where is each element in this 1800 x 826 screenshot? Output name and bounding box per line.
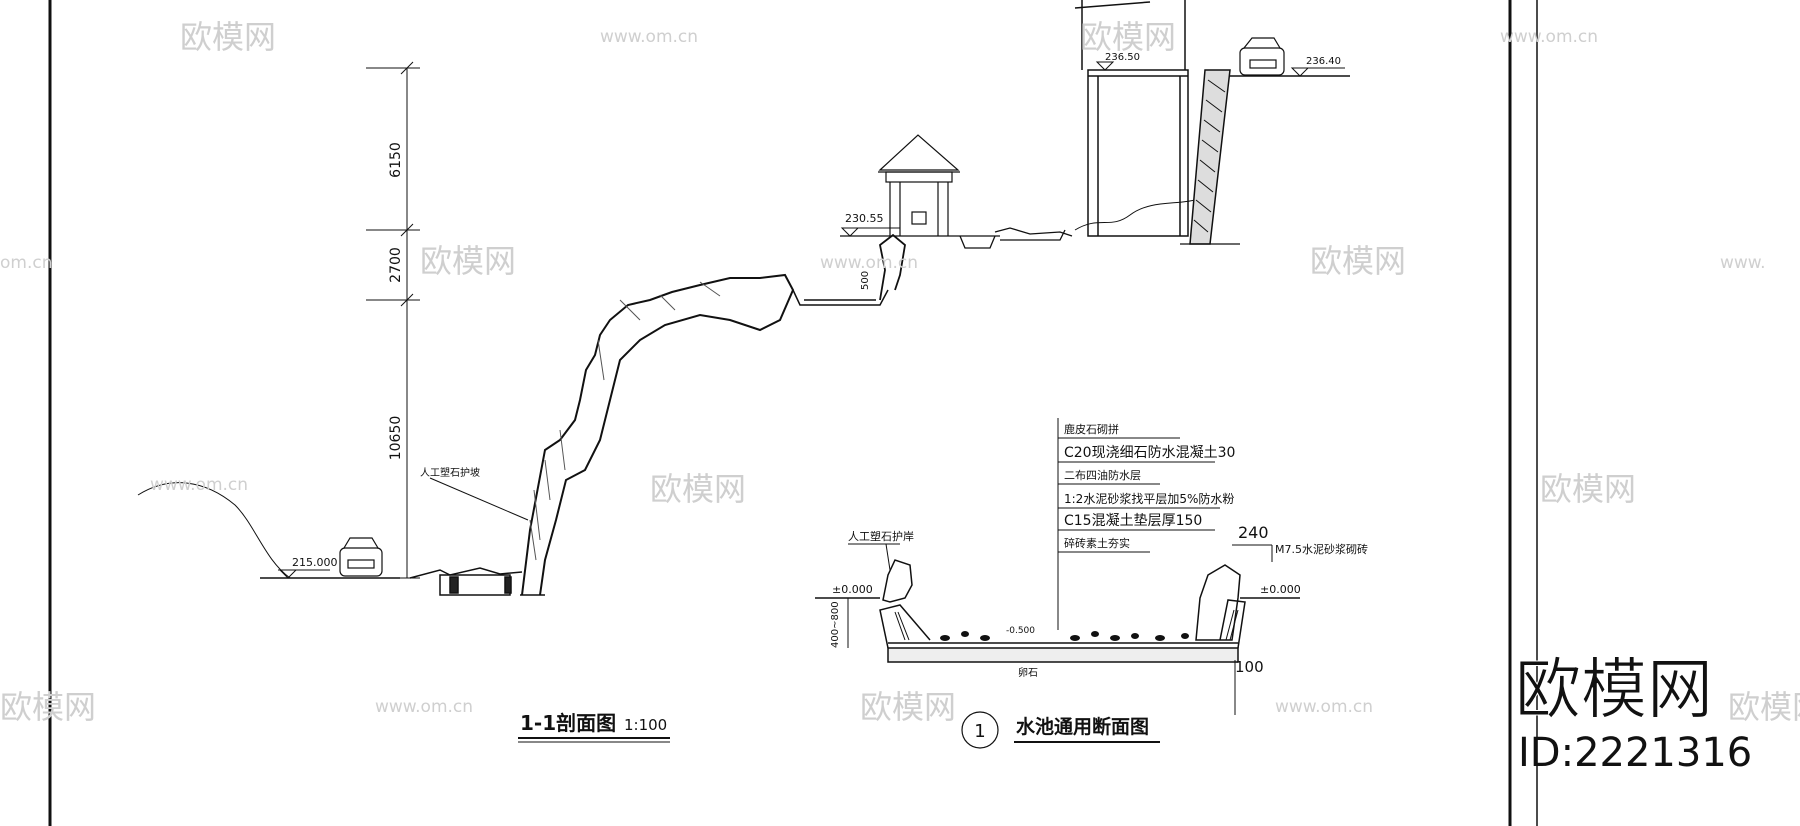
watermark-url-8: www.om.cn	[1275, 697, 1373, 717]
label-brick-wall: M7.5水泥砂浆砌砖	[1275, 542, 1368, 556]
elevation-road-high: 236.40	[1306, 56, 1341, 67]
pavilion-icon	[878, 134, 960, 236]
dim-2700: 2700	[388, 247, 404, 283]
watermark-brand-4: 欧模网	[1310, 242, 1406, 280]
elevation-pavilion: 230.55	[845, 212, 884, 225]
rock-cliff-hatch	[529, 281, 721, 561]
watermark-brand-8: 欧模网	[860, 688, 956, 726]
level-left: ±0.000	[832, 583, 873, 596]
watermark-url-4: www.om.cn	[820, 253, 918, 273]
badge-id: ID:2221316	[1518, 730, 1752, 776]
detail-number-circle	[961, 711, 999, 749]
pool-section-title: 水池通用断面图	[1016, 715, 1149, 738]
layer-1: 鹿皮石砌拼	[1064, 422, 1119, 436]
dim-240: 240	[1238, 523, 1269, 542]
pebbles	[940, 631, 1189, 641]
water-level: -0.500	[1006, 626, 1035, 636]
upper-rock-step	[879, 233, 906, 301]
layer-lines	[1058, 437, 1220, 553]
dim-6150: 6150	[388, 142, 404, 178]
watermark-url-5: www.	[1720, 253, 1766, 273]
label-rock-shore: 人工塑石护岸	[848, 529, 914, 543]
watermark-brand-6: 欧模网	[1540, 470, 1636, 508]
watermark-brand-1: 欧模网	[180, 18, 276, 56]
watermark-url-7: www.om.cn	[375, 697, 473, 717]
retaining-wall	[1189, 69, 1231, 245]
badge-brand: 欧模网	[1515, 651, 1713, 728]
layer-3: 二布四油防水层	[1064, 468, 1141, 482]
right-rock	[1195, 564, 1241, 641]
elevation-terrace: 236.50	[1105, 52, 1140, 63]
detail-number: 1	[974, 721, 985, 742]
slope-curve	[1074, 199, 1196, 231]
layer-4: 1:2水泥砂浆找平层加5%防水粉	[1064, 491, 1234, 506]
label-base: 卵石	[1018, 667, 1038, 679]
upper-pond	[959, 227, 1073, 249]
watermark-brand-7: 欧模网	[0, 688, 96, 726]
pool-structure	[815, 597, 1300, 663]
watermark-brand-5: 欧模网	[650, 470, 746, 508]
dim-100: 100	[1235, 658, 1264, 676]
vertical-dimension-line	[366, 61, 420, 579]
brand-badge: 欧模网 ID:2221316	[1515, 651, 1753, 777]
level-right: ±0.000	[1260, 583, 1301, 596]
bottom-pool	[409, 567, 523, 596]
depth-dim: 400~800	[830, 601, 841, 648]
watermark-brand-3: 欧模网	[420, 242, 516, 280]
rock-cliff-profile	[521, 273, 795, 596]
rock-bank-leader	[429, 477, 529, 521]
layer-2: C20现浇细石防水混凝土30	[1064, 445, 1235, 461]
watermark-brand-9: 欧模网	[1728, 688, 1800, 726]
section-scale: 1:100	[624, 716, 667, 734]
section-1-1: 6150 2700 10650 215.000 人工塑石护坡	[137, 0, 1350, 743]
watermark-url-2: www.om.cn	[1500, 27, 1598, 47]
watermarks: 欧模网 www.om.cn 欧模网 www.om.cn om.cn 欧模网 ww…	[0, 18, 1800, 726]
natural-ground-curve	[137, 482, 291, 579]
layer-6: 碎砖素土夯实	[1064, 536, 1130, 550]
section-title: 1-1剖面图	[520, 711, 616, 735]
elevation-road-low: 215.000	[292, 556, 338, 569]
left-rock	[882, 559, 913, 603]
car-top-icon	[1239, 37, 1285, 76]
watermark-url-1: www.om.cn	[600, 27, 698, 47]
terrace-building	[1074, 0, 1189, 237]
pool-section: 鹿皮石砌拼 C20现浇细石防水混凝土30 二布四油防水层 1:2水泥砂浆找平层加…	[815, 418, 1368, 749]
watermark-url-3: om.cn	[0, 253, 53, 273]
label-rock-bank: 人工塑石护坡	[420, 466, 480, 479]
pool-hatch	[894, 609, 1239, 641]
dim-500: 500	[860, 271, 871, 290]
car-icon	[339, 537, 383, 577]
layer-5: C15混凝土垫层厚150	[1064, 513, 1202, 529]
watermark-brand-2: 欧模网	[1080, 18, 1176, 56]
dim-10650: 10650	[388, 416, 404, 461]
watermark-url-6: www.om.cn	[150, 475, 248, 495]
sheet-frame	[48, 0, 1538, 826]
middle-pond	[792, 289, 889, 306]
